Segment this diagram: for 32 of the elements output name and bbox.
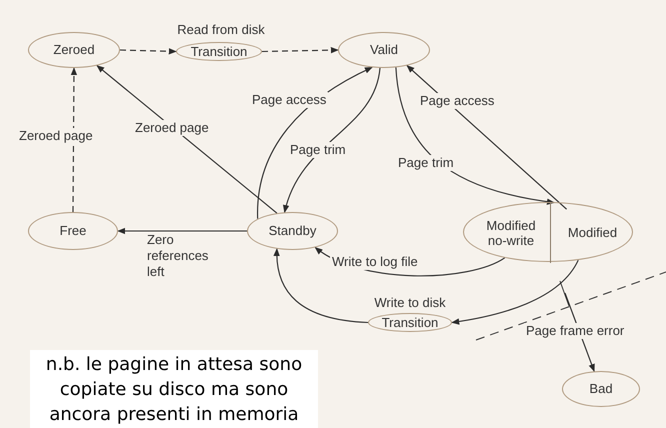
arrow <box>96 65 278 214</box>
state-ellipse: Zeroed <box>28 32 120 68</box>
state-ellipse: Transition <box>368 313 452 332</box>
arrow <box>120 48 177 54</box>
state-ellipse: Free <box>28 212 118 250</box>
state-caption: Write to disk <box>373 294 447 312</box>
state-ellipse: Valid <box>338 32 430 68</box>
state-half: Modified no-write <box>464 203 551 263</box>
edge-label: Page frame error <box>524 323 626 339</box>
state-ellipse: Transition <box>176 42 262 61</box>
state-ellipse <box>463 202 633 262</box>
edge-label: Zeroed page <box>17 128 95 144</box>
edge-label: Page access <box>418 93 496 109</box>
arrow <box>262 46 339 54</box>
note-box: n.b. le pagine in attesa sono copiate su disco ma sono ancora presenti in memoria <box>30 350 318 428</box>
arrow <box>70 67 78 212</box>
edge-label: Page access <box>250 92 328 108</box>
arrow <box>395 67 555 205</box>
arrow <box>451 260 579 325</box>
edge-label: Page trim <box>396 155 456 171</box>
arrow <box>406 65 567 210</box>
arrow <box>274 248 368 324</box>
edge-label: Write to log file <box>330 254 420 270</box>
state-ellipse: Bad <box>562 371 640 407</box>
state-ellipse: Standby <box>247 212 338 250</box>
arrow <box>257 66 373 219</box>
state-caption: Read from disk <box>176 21 266 39</box>
edge-label: Zeroed page <box>133 120 211 136</box>
arrow <box>284 68 381 214</box>
edge-label: Page trim <box>288 142 348 158</box>
arrow <box>117 228 247 234</box>
state-half: Modified <box>551 203 634 263</box>
